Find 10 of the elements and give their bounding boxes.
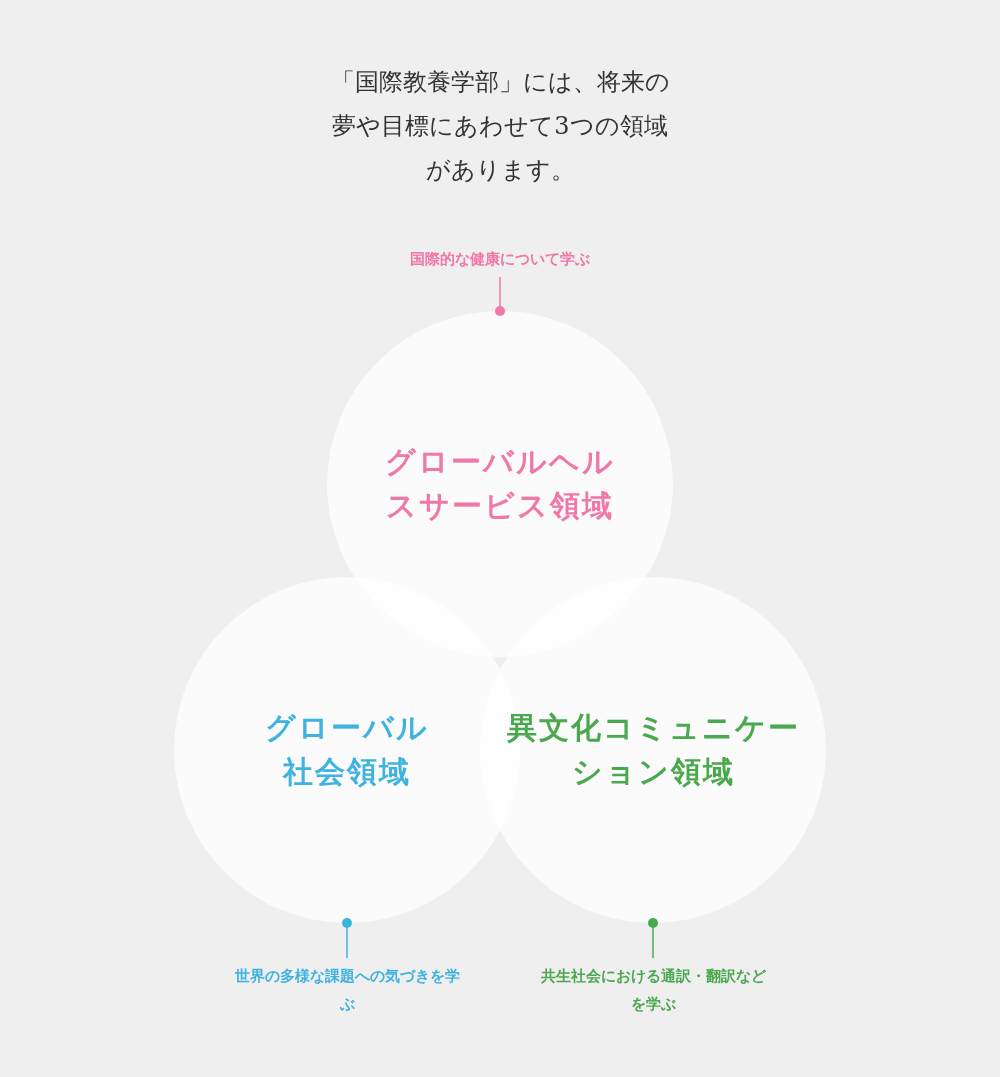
- region-title: 異文化コミュニケーション領域: [505, 709, 801, 791]
- heading-text: 「国際教養学部」には、将来の夢や目標にあわせて3つの領域があります。: [330, 67, 670, 186]
- leader-line: [495, 276, 505, 316]
- leader-line: [648, 918, 658, 959]
- caption-text: 国際的な健康について学ぶ: [409, 249, 591, 270]
- leader-line: [342, 918, 352, 959]
- caption-text: 共生社会における通訳・翻訳などを学ぶ: [539, 966, 767, 1015]
- caption-text: 世界の多様な課題への気づきを学ぶ: [233, 966, 461, 1015]
- region-title: グローバル社会領域: [264, 709, 430, 791]
- region-title: グローバルヘルスサービス領域: [385, 443, 615, 525]
